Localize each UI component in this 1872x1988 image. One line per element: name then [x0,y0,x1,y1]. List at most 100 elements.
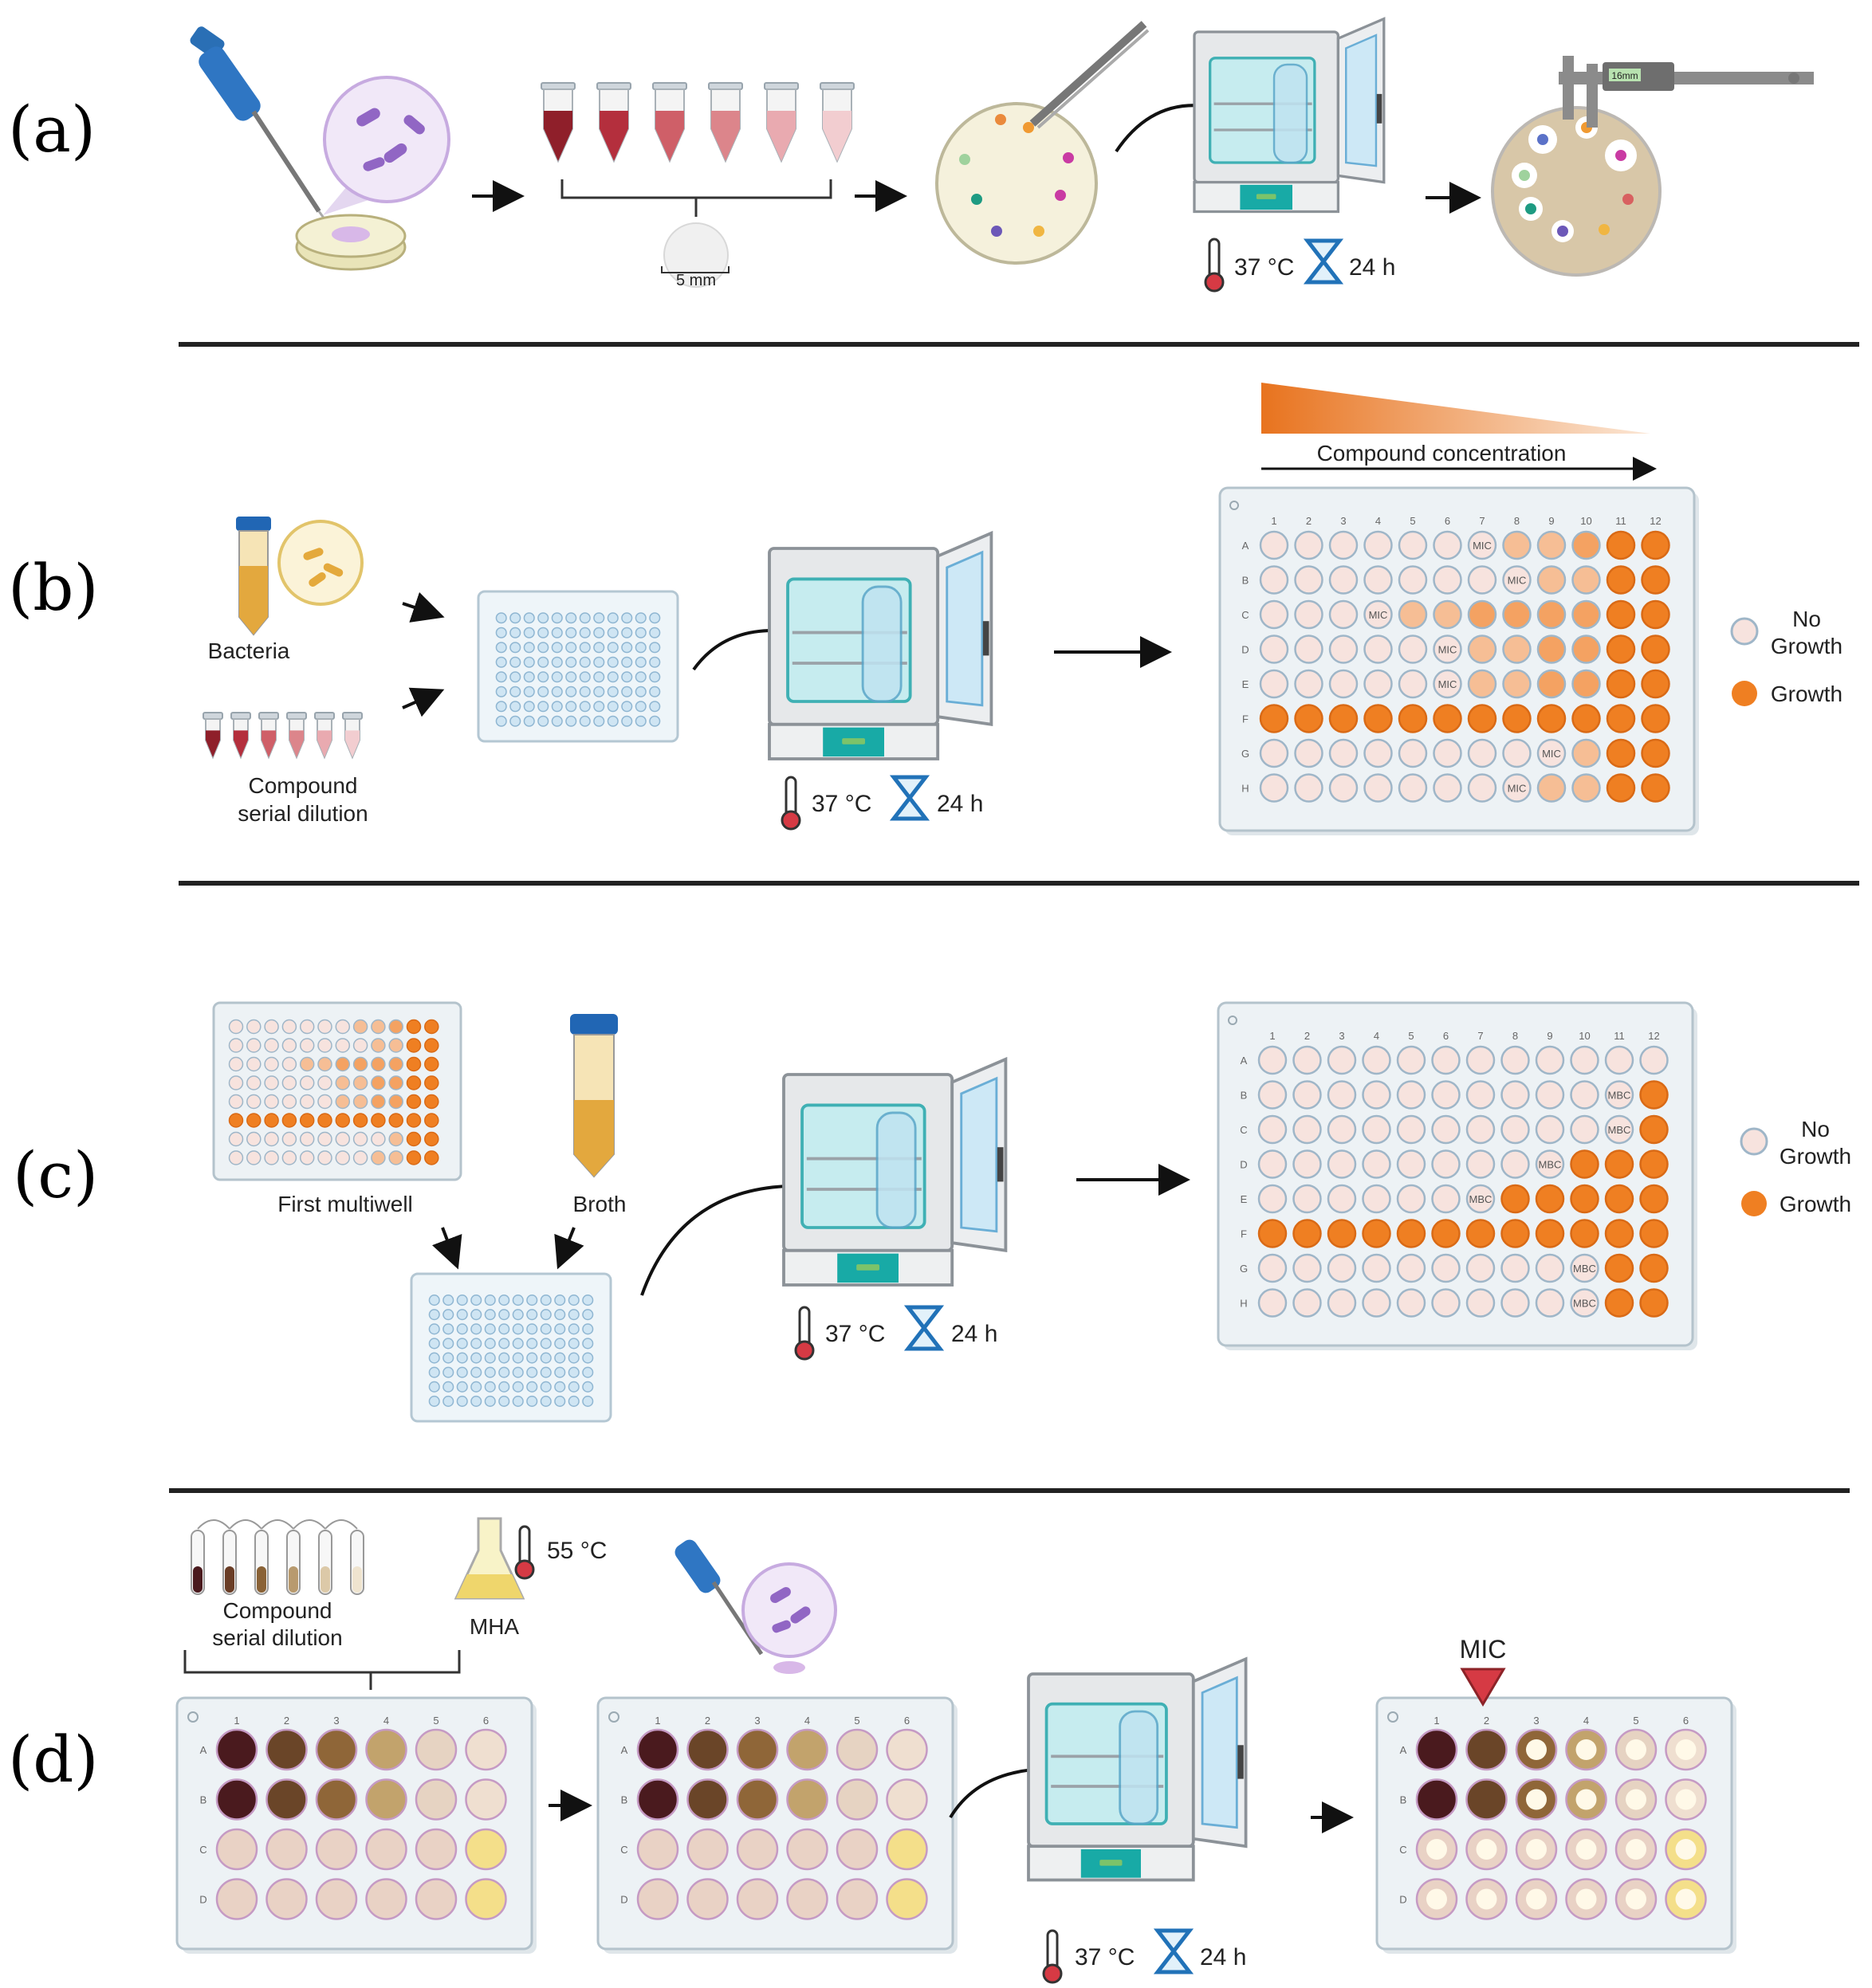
well [649,671,661,683]
well [484,1366,496,1378]
well [246,1150,262,1165]
well [371,1131,386,1147]
pipette-icon [190,26,335,232]
well [456,1309,468,1321]
well [551,642,563,654]
well [635,656,647,668]
column-number: 3 [1533,1715,1539,1727]
well [215,1878,258,1920]
thermometer-icon-c [794,1306,815,1361]
inhibition-zone-plate [1491,106,1662,277]
well [1571,599,1601,630]
compound-test-tubes [191,1519,364,1595]
well [1535,1253,1565,1283]
well [299,1075,315,1090]
incubation-conditions-d: 37 °C 24 h [1042,1928,1246,1984]
well [442,1323,454,1335]
panel-label-d: (d) [8,1723,99,1797]
well [512,1323,524,1335]
well [1292,1080,1322,1110]
column-number: 1 [1271,515,1276,527]
row-letter: A [621,1744,628,1756]
well [495,715,507,727]
well [1465,1080,1496,1110]
well [1465,1778,1508,1821]
well [335,1150,351,1165]
well [1500,1288,1530,1318]
well [1396,1045,1426,1075]
temperature-d: 37 °C [1075,1944,1135,1970]
well [495,686,507,697]
well [470,1309,482,1321]
temperature-b: 37 °C [812,791,871,817]
well [228,1131,244,1147]
row-letter: B [1242,575,1249,587]
well [1431,1253,1461,1283]
microtube [342,712,363,760]
column-number: 3 [1339,1030,1344,1042]
well [228,1113,244,1128]
well [1431,1219,1461,1248]
marker-label: MBC [1573,1298,1596,1310]
well [526,1366,538,1378]
well [281,1150,297,1165]
panel-a: 5 mm 37 °C 24 h [190,17,1814,293]
hourglass-icon-b [889,775,930,821]
well [509,686,521,697]
column-number: 4 [1374,1030,1379,1042]
well [1641,704,1670,733]
well [1259,738,1289,768]
well [1639,1184,1669,1214]
well [579,671,591,683]
well [565,627,577,638]
well [523,642,535,654]
well [1257,1149,1288,1179]
well [1328,635,1359,664]
well [1396,1288,1426,1318]
well [406,1075,422,1090]
well [470,1366,482,1378]
well [836,1728,879,1771]
disk-scale-bar [661,266,730,273]
well [1328,530,1359,560]
well [498,1295,510,1306]
well [1362,1114,1391,1145]
column-number: 1 [1269,1030,1275,1042]
legend-growth-swatch-b [1732,681,1757,706]
legend-no-growth-c1: No [1801,1117,1830,1141]
well [1259,773,1289,803]
well [352,1075,368,1090]
well [582,1338,594,1350]
test-tube [350,1530,364,1595]
well [540,1395,552,1407]
test-tube [191,1519,230,1595]
well [352,1019,368,1035]
well [1535,1149,1565,1179]
well [1398,738,1428,768]
well [215,1778,258,1821]
well [406,1150,422,1165]
well [1641,738,1670,768]
broth-label: Broth [573,1192,627,1216]
well [509,612,521,624]
compound-label-d2: serial dilution [212,1625,342,1650]
well [1570,1219,1599,1248]
well [512,1366,524,1378]
well [1536,669,1567,699]
well [540,1323,552,1335]
well [456,1381,468,1393]
column-number: 2 [705,1715,710,1727]
well [582,1381,594,1393]
well [1604,1045,1634,1075]
well [265,1728,308,1771]
well [1396,1184,1426,1214]
well [1292,1114,1322,1145]
well [498,1323,510,1335]
well [649,642,661,654]
microtube [258,712,279,760]
well [442,1395,454,1407]
well [526,1338,538,1350]
well [540,1309,552,1321]
compound-label-b1: Compound [249,773,358,798]
well [1536,530,1567,560]
